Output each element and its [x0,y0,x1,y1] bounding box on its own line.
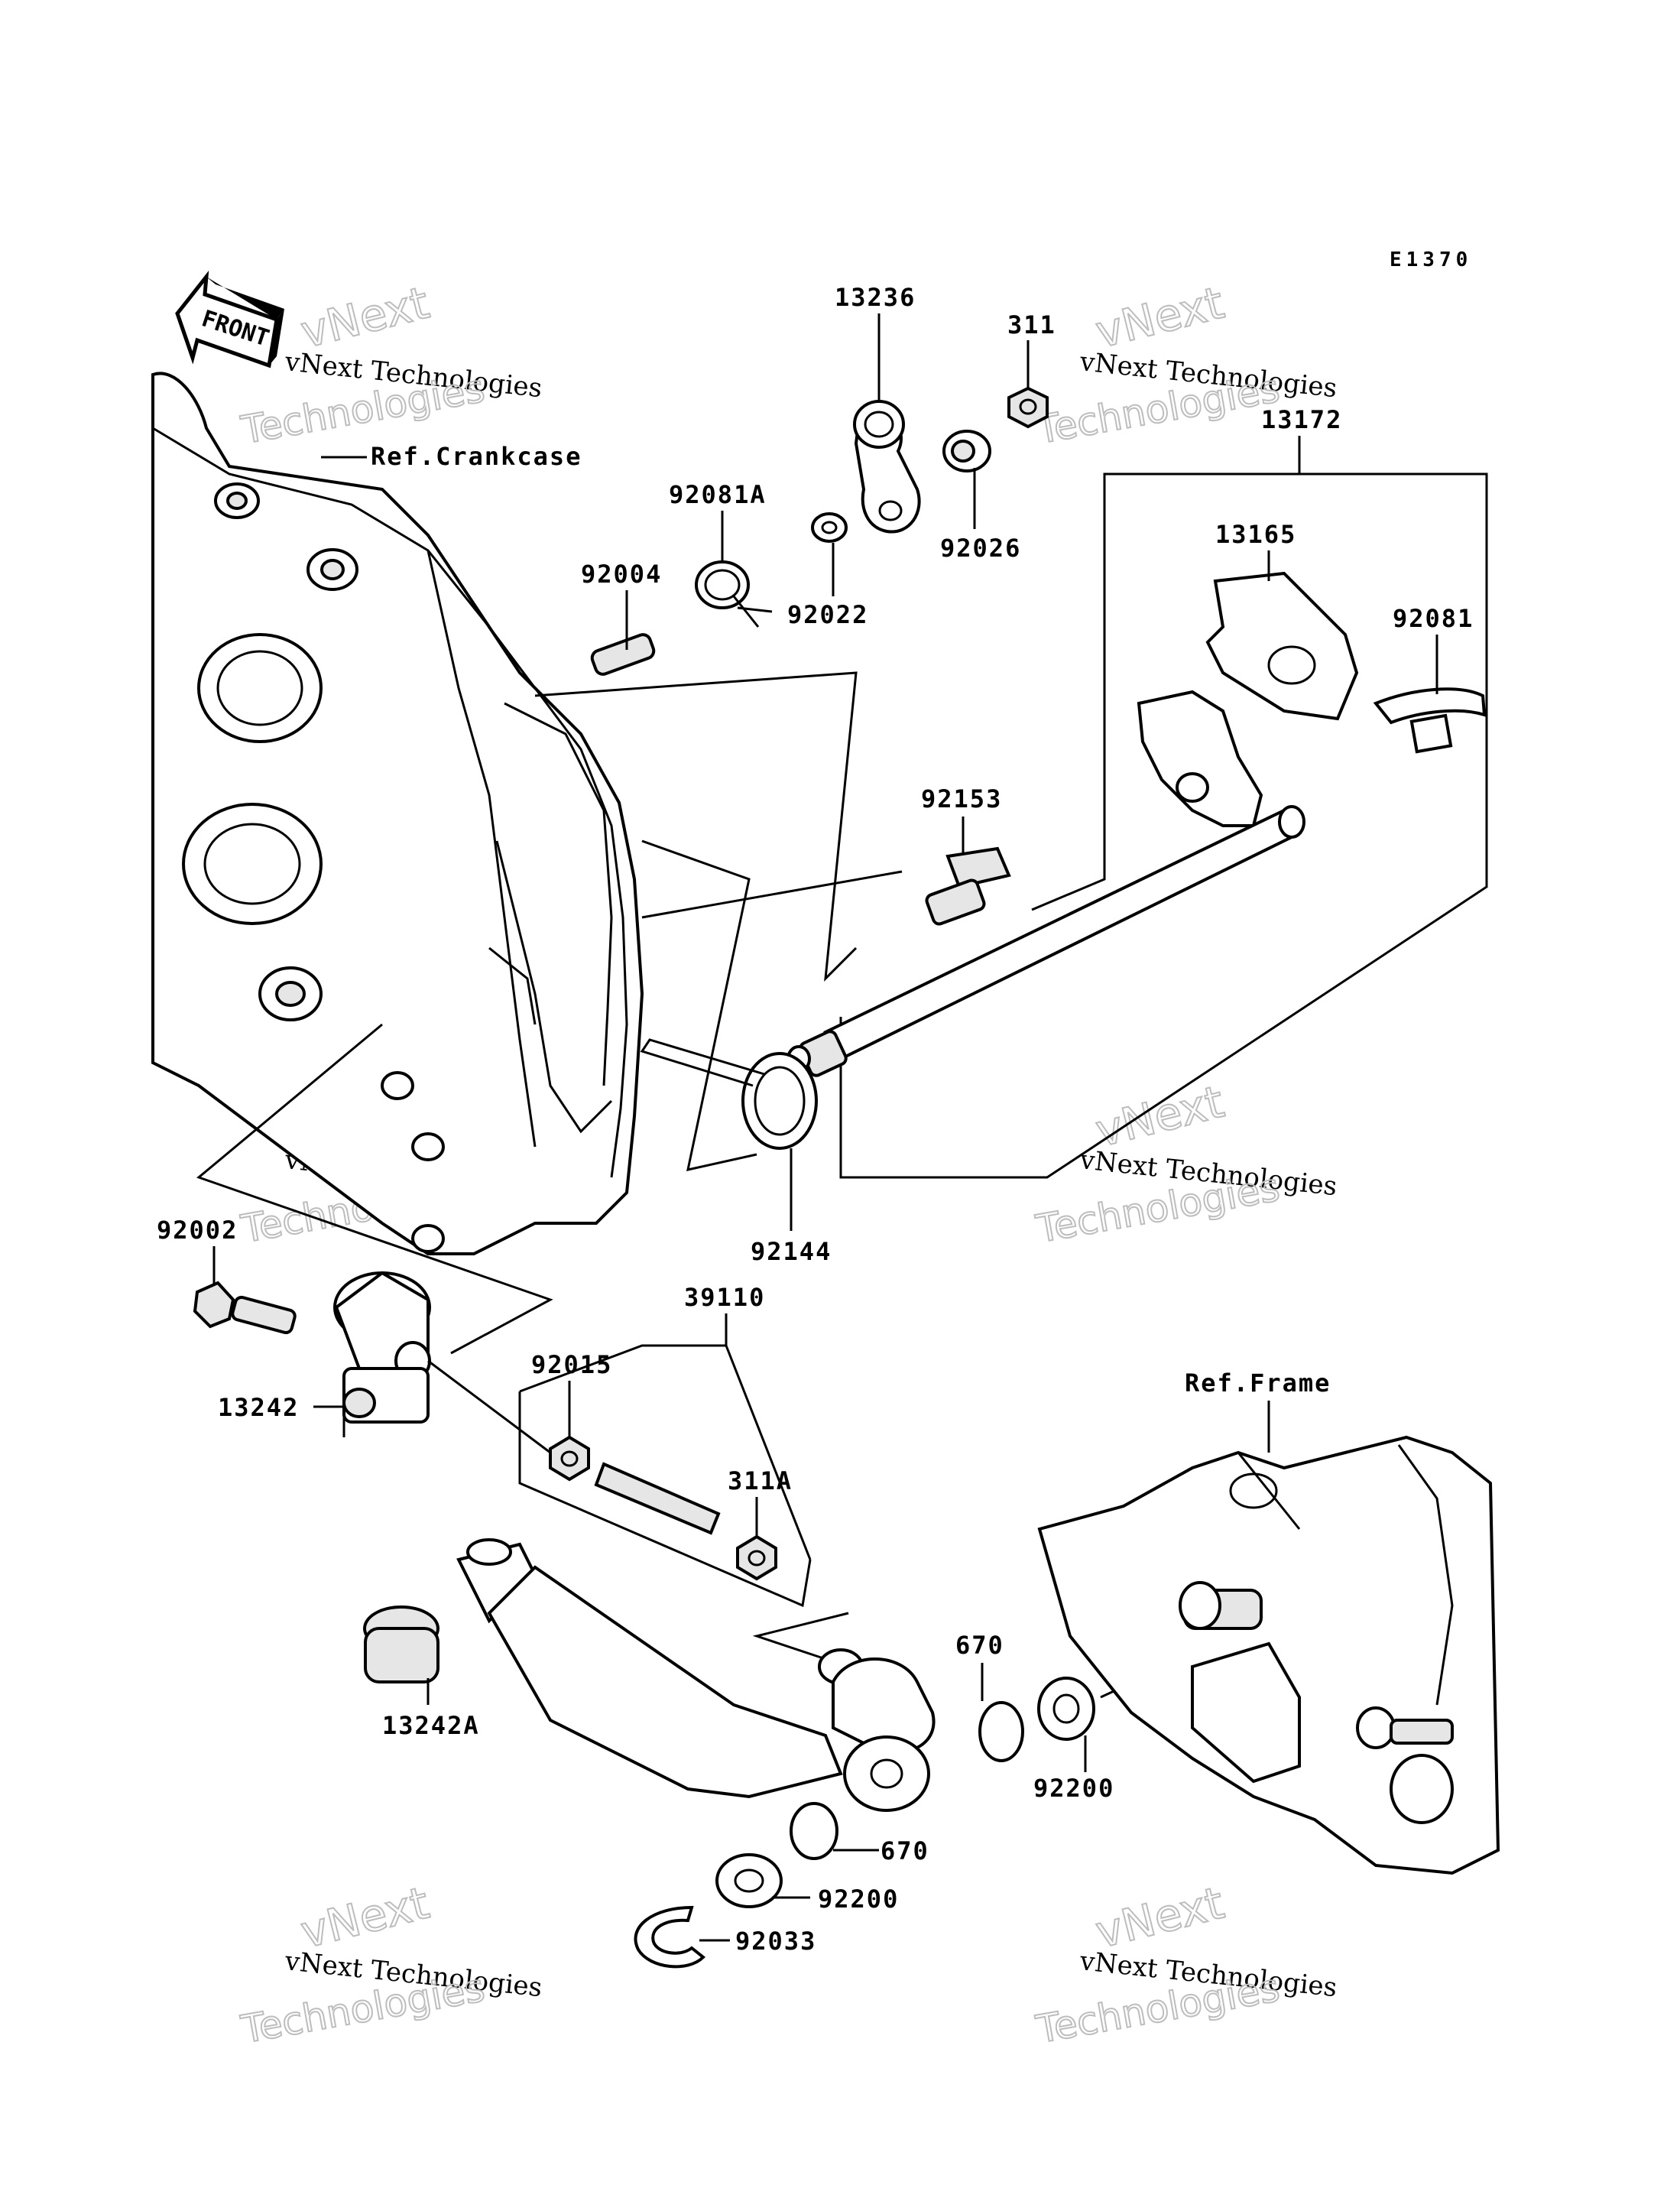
label-92081: 92081 [1393,604,1474,633]
tie-rod [594,1462,721,1535]
part-92033-circlip [634,1905,730,1969]
label-13172: 13172 [1261,405,1342,434]
label-670-top: 670 [955,1631,1004,1660]
zigzag-line-92144 [641,839,757,1171]
label-92002: 92002 [157,1216,238,1245]
label-13242A: 13242A [382,1711,480,1740]
part-92153-bolt [925,817,1011,926]
label-92026: 92026 [940,534,1021,563]
rod-box-right [519,1344,812,1560]
label-311: 311 [1007,310,1056,339]
label-39110: 39110 [684,1283,765,1312]
watermark-vnext: vNext [296,1877,434,1959]
part-92002-bolt [193,1246,297,1335]
label-92153: 92153 [921,784,1002,813]
label-311A: 311A [728,1466,793,1495]
diagram-code: E1370 [1390,248,1472,271]
label-92033: 92033 [735,1927,816,1956]
rod-box-left [518,1391,812,1608]
watermark-top-left: vNext vNext Technologies Technologies [237,276,543,453]
part-311-nut [1007,340,1049,429]
label-13242: 13242 [218,1393,299,1422]
part-92144-spring [640,1038,818,1231]
label-13236: 13236 [835,283,916,312]
watermark-vnext: vNext [1091,1877,1229,1959]
shift-shaft [786,690,1305,1077]
label-670-bottom: 670 [881,1836,929,1865]
watermark-bottom-left: vNext vNext Technologies Technologies [237,1876,543,2053]
crankcase-illustration [151,372,644,1255]
leader-92015-lever [427,1359,551,1454]
label-92144: 92144 [751,1237,832,1266]
leader-crankcase-lever [196,1023,553,1355]
watermark-bottom-right: vNext vNext Technologies Technologies [1032,1876,1338,2053]
link-line-92153 [641,870,903,919]
part-92015-nut [549,1381,590,1482]
zigzag-line-92004 [534,671,858,982]
part-13236-arm [853,313,921,534]
part-92026-washer [942,430,991,529]
label-92015: 92015 [531,1350,612,1379]
label-92022: 92022 [787,600,868,629]
watermark-vnext: vNext [1091,277,1229,359]
watermark-vnext: vNext [1091,1076,1229,1157]
label-92004: 92004 [581,560,662,589]
part-670-oring-bottom [790,1802,879,1860]
label-13165: 13165 [1215,520,1296,549]
part-13242A-pedal [363,1538,843,1799]
part-92081-clip [1373,635,1487,754]
part-92004-pin [590,590,656,676]
label-92200-bottom: 92200 [818,1885,899,1914]
part-92200-washer-bottom [715,1853,810,1908]
label-92200-right: 92200 [1033,1774,1114,1803]
ref-frame-label: Ref.Frame [1185,1368,1331,1398]
part-311A-nut [736,1497,777,1581]
label-92081A: 92081A [669,480,767,509]
part-13172-bracket [839,436,1488,1179]
part-13242-lever [313,1271,431,1437]
part-92022-washer [811,512,848,596]
frame-illustration [1037,1435,1500,1875]
part-92081A-spring [695,511,773,628]
part-670-oring-top [978,1663,1024,1762]
part-13165-plate [1205,550,1359,721]
front-arrow-icon: FRONT [175,270,284,368]
zigzag-line-lever [752,1612,849,1661]
part-92200-washer-right [1037,1677,1095,1772]
ref-crankcase-label: Ref.Crankcase [371,442,582,471]
watermark-mid-right: vNext vNext Technologies Technologies [1032,1075,1338,1252]
watermark-vnext: vNext [296,277,434,359]
lever-pivot [818,1648,936,1812]
